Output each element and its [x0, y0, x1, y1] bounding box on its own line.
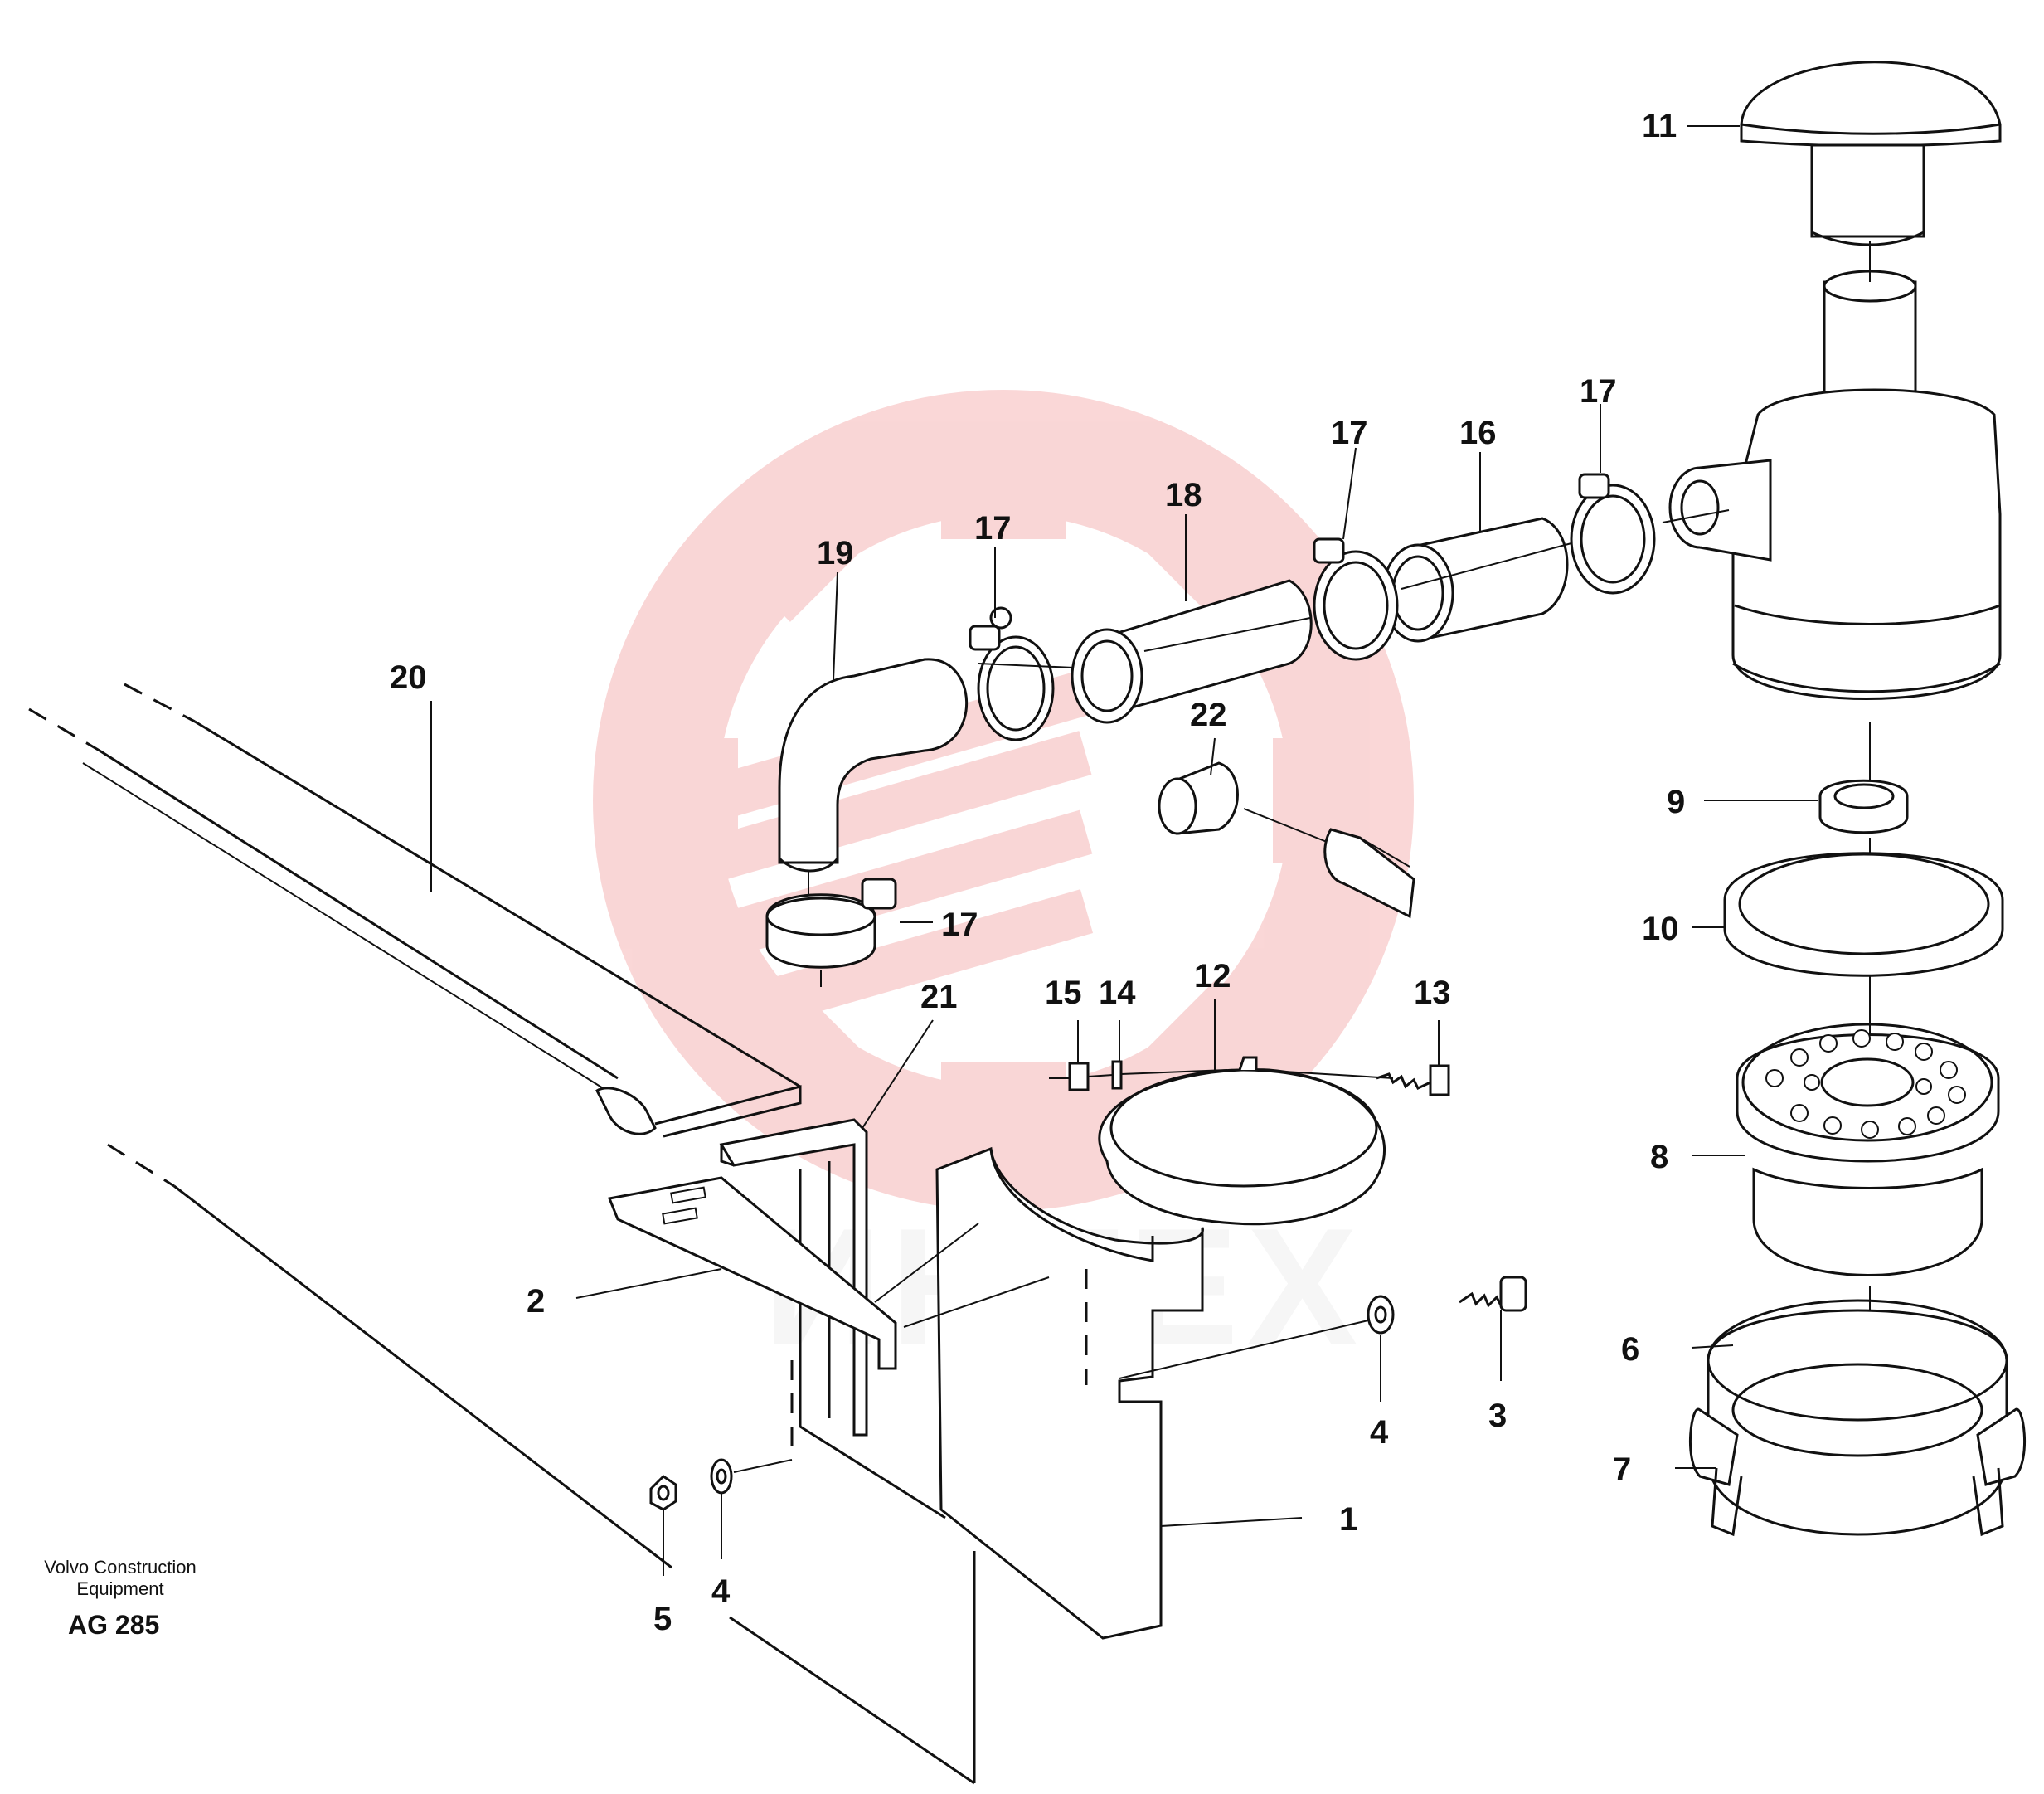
label-14: 14 [1099, 975, 1136, 1011]
part-2-mounting-plate [607, 1176, 897, 1370]
label-12: 12 [1194, 958, 1231, 994]
part-17-hose-clamp-d [765, 878, 897, 987]
gear-logo-icon [593, 390, 1414, 1211]
label-3: 3 [1488, 1398, 1507, 1434]
part-6-7-dust-bowl [1689, 1299, 2026, 1537]
figure-caption: Volvo Construction Equipment AG 285 [44, 1557, 196, 1640]
caption-company: Volvo Construction [44, 1557, 196, 1578]
part-17-hose-clamp-a [1570, 473, 1656, 595]
label-4: 4 [1370, 1414, 1389, 1451]
part-11-cap [1740, 61, 2002, 282]
part-9-nipple [1818, 779, 1909, 834]
label-19: 19 [817, 535, 854, 571]
label-8: 8 [1650, 1139, 1668, 1175]
part-13-bolt [1376, 1020, 1450, 1096]
part-10-gasket [1723, 852, 2004, 977]
label-17: 17 [1331, 415, 1368, 451]
label-2: 2 [527, 1283, 545, 1320]
label-17: 17 [1580, 373, 1617, 410]
label-18: 18 [1165, 477, 1202, 513]
label-22: 22 [1190, 697, 1227, 733]
air-filter-housing [1668, 270, 2002, 700]
part-17-hose-clamp-b [1313, 537, 1399, 661]
label-15: 15 [1045, 975, 1082, 1011]
label-7: 7 [1613, 1451, 1631, 1488]
part-3-screw [1459, 1276, 1527, 1312]
part-1-bracket [790, 1146, 1204, 1640]
part-17-hose-clamp-c [969, 606, 1055, 741]
part-14-washer [1111, 1020, 1123, 1090]
part-4-washer-left [710, 1458, 733, 1495]
part-number-labels: 11 17 16 17 18 17 19 17 22 20 21 15 14 1… [390, 108, 1685, 1637]
label-21: 21 [920, 979, 958, 1015]
caption-company-line2: Equipment [76, 1578, 163, 1599]
filter-perforations [1765, 1029, 1966, 1139]
label-20: 20 [390, 659, 427, 696]
part-4-washer-right [1367, 1295, 1395, 1335]
part-19-elbow [778, 658, 969, 904]
part-20-frame-member [28, 683, 976, 1785]
label-16: 16 [1459, 415, 1497, 451]
part-16-hose [1381, 517, 1569, 643]
part-5-nut [649, 1475, 677, 1511]
label-11: 11 [1642, 108, 1677, 144]
label-6: 6 [1621, 1331, 1639, 1368]
label-13: 13 [1414, 975, 1451, 1011]
label-17: 17 [974, 510, 1012, 547]
part-18-tube [1071, 579, 1313, 724]
caption-code: AG 285 [68, 1610, 159, 1640]
label-17: 17 [941, 907, 978, 943]
label-1: 1 [1339, 1501, 1357, 1538]
part-22-sleeve [1158, 761, 1415, 919]
leader-lines [430, 125, 1818, 1576]
label-5: 5 [653, 1601, 672, 1637]
part-12-clamp-band [1098, 1056, 1394, 1226]
label-4: 4 [711, 1573, 731, 1610]
label-9: 9 [1667, 784, 1685, 820]
part-8-filter-element [1736, 1023, 2000, 1276]
label-10: 10 [1642, 911, 1679, 947]
